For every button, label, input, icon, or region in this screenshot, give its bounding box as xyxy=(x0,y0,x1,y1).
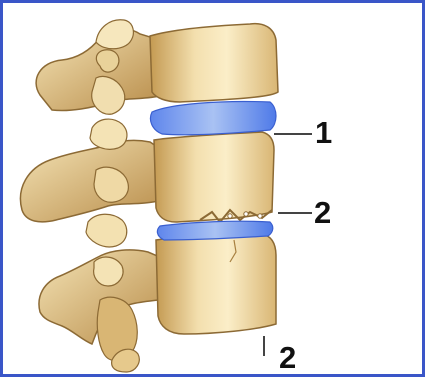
callout-label-fracture: 2 xyxy=(314,197,331,228)
vertebral-bodies xyxy=(150,24,278,334)
callout-label-disc: 1 xyxy=(315,117,332,148)
callout-label-vertebra: 2 xyxy=(279,342,296,373)
disc-lower xyxy=(157,221,272,240)
disc-upper xyxy=(150,101,276,134)
